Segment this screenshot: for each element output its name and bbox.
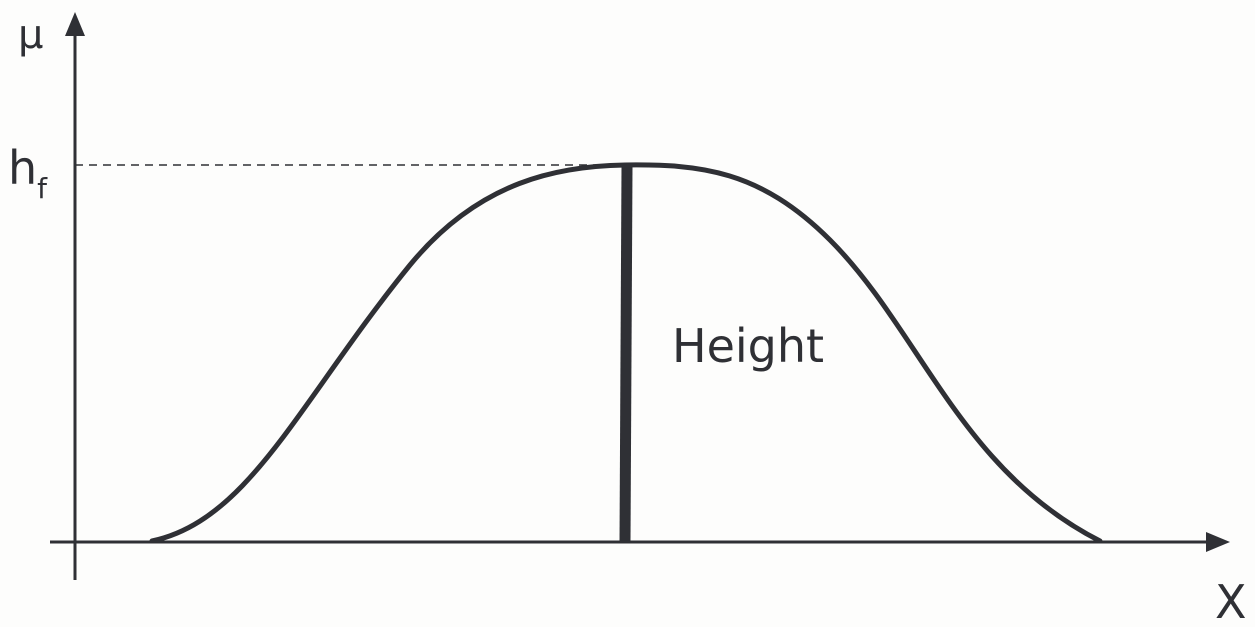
height-level-letter: h (8, 141, 37, 195)
membership-curve (149, 162, 1103, 544)
x-axis-label: X (1215, 575, 1247, 627)
height-bar (619, 166, 633, 543)
y-axis-arrowhead (65, 12, 85, 36)
y-axis-label: μ (18, 12, 43, 58)
height-level-subscript: f (37, 172, 48, 205)
height-label: Height (672, 319, 824, 373)
height-level-label: hf (8, 141, 48, 205)
x-axis-arrowhead (1206, 532, 1230, 552)
